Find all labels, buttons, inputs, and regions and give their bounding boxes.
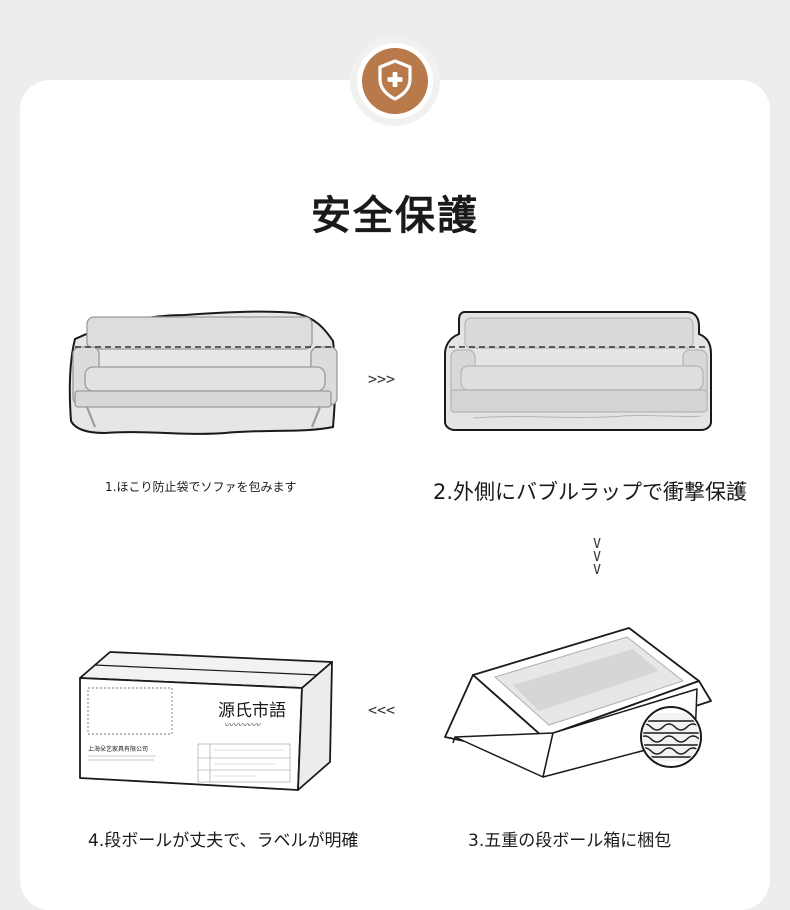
labeled-box-illustration: 源氏市語 〰〰〰〰 上海朵艺家具有限公司 — [79, 651, 333, 791]
box-company-text: 上海朵艺家具有限公司 — [88, 745, 148, 753]
shield-plus-icon — [378, 59, 412, 101]
sofa-bubble-wrap-illustration — [444, 311, 712, 431]
open-corrugated-box-illustration — [444, 627, 712, 778]
arrow-step2-to-step3: V V V — [593, 537, 601, 578]
step-3-caption: 3.五重の段ボール箱に梱包 — [468, 831, 672, 851]
step-2-caption: 2.外側にバブルラップで衝撃保護 — [433, 480, 748, 504]
box-brand-script: 〰〰〰〰 — [224, 721, 262, 731]
step-4-caption: 4.段ボールが丈夫で、ラベルが明確 — [88, 831, 359, 851]
arrow-step1-to-step2: >>> — [368, 370, 396, 388]
page-title: 安全保護 — [311, 193, 479, 239]
step-1-caption: 1.ほこり防止袋でソファを包みます — [105, 480, 297, 494]
box-brand-text: 源氏市語 — [218, 701, 286, 721]
sofa-dust-bag-illustration — [68, 310, 338, 435]
arrow-step3-to-step4: <<< — [368, 701, 396, 719]
